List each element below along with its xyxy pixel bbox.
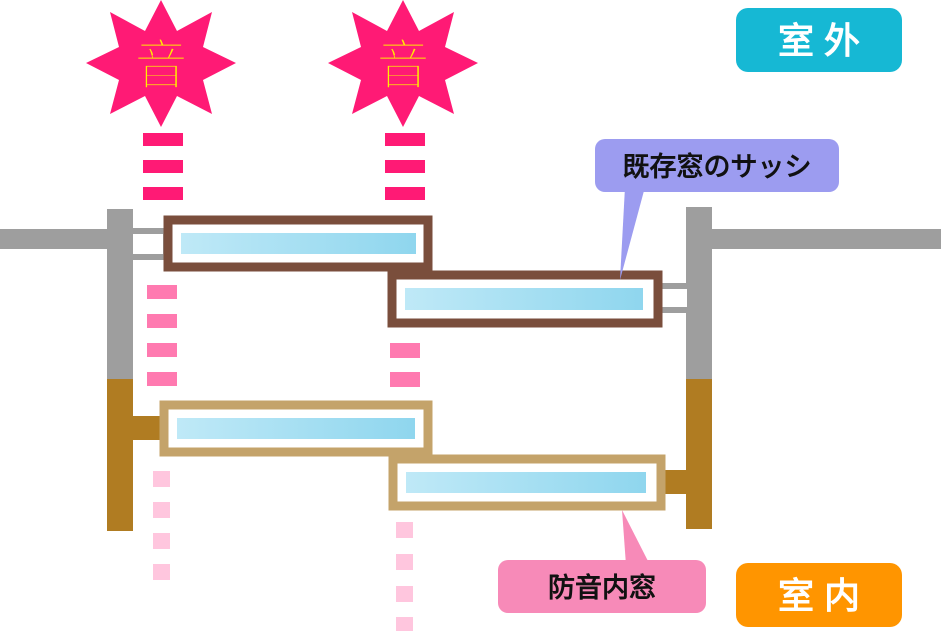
existing-sash-label: 既存窓のサッシ — [623, 151, 812, 182]
inner-window-label: 防音内窓 — [548, 572, 656, 603]
indoor-label: 室 内 — [778, 575, 860, 616]
sound-path-left — [143, 133, 183, 580]
inner-window-inner-glass — [406, 472, 646, 493]
left-frame-inner — [107, 379, 133, 531]
outdoor-label: 室 外 — [778, 20, 860, 61]
sound-burst-2-label: 音 — [376, 36, 430, 96]
existing-sash-callout: 既存窓のサッシ — [595, 139, 839, 280]
outer-wall-right — [710, 229, 941, 249]
connector-existing-left — [127, 228, 169, 260]
existing-sash-outer-glass — [181, 233, 416, 254]
right-frame-inner — [686, 379, 712, 529]
outer-wall-left — [0, 229, 115, 249]
sound-path-right — [385, 133, 425, 631]
sound-burst-1: 音 — [86, 0, 236, 127]
existing-sash-inner-glass — [405, 288, 643, 310]
sound-burst-1-label: 音 — [134, 36, 188, 96]
burst-star-icon — [86, 0, 236, 127]
connector-inner-left — [130, 416, 164, 440]
burst-star-icon — [328, 0, 478, 127]
sound-burst-2: 音 — [328, 0, 478, 127]
inner-window-callout: 防音内窓 — [498, 510, 706, 613]
indoor-badge: 室 内 — [736, 563, 902, 627]
inner-window-outer-glass — [177, 418, 415, 439]
outdoor-badge: 室 外 — [736, 8, 902, 72]
